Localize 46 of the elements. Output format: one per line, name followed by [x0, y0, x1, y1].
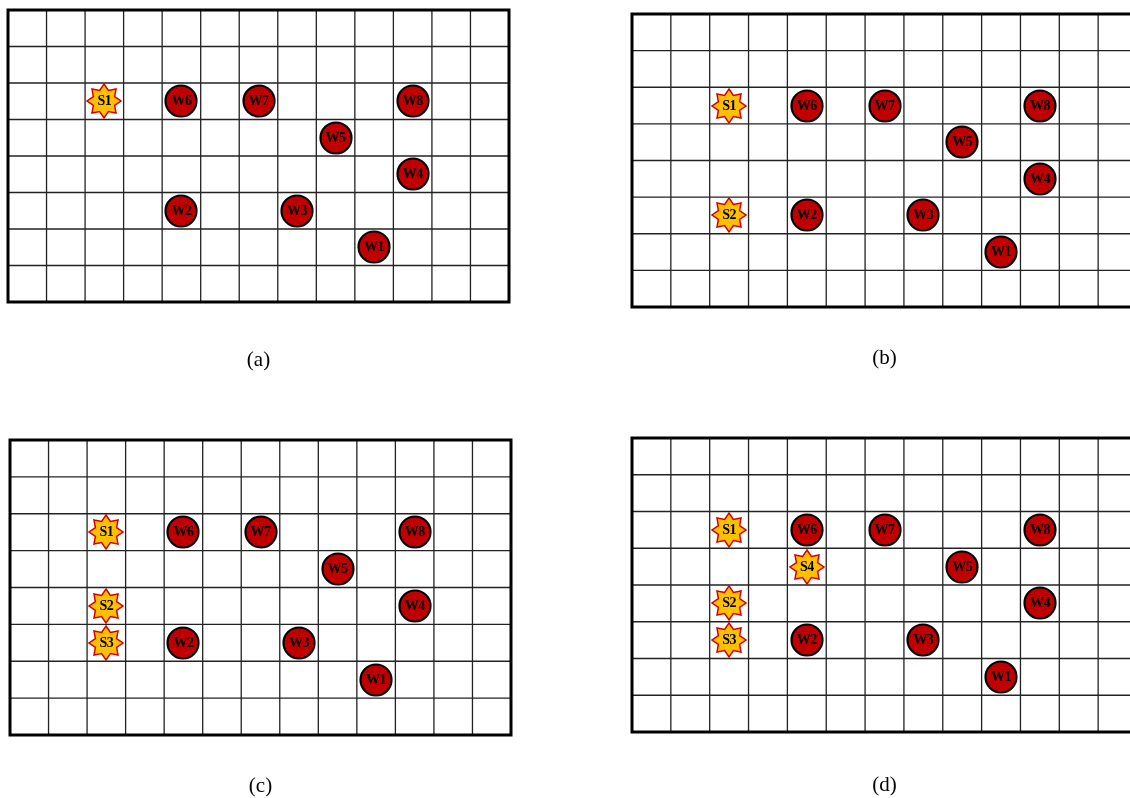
circle-marker: W1: [359, 662, 394, 697]
circle-marker: W8: [1022, 512, 1057, 547]
circle-marker: W1: [984, 235, 1019, 270]
circle-marker: W2: [789, 198, 824, 233]
circle-marker: W8: [395, 84, 430, 119]
star-marker: S3: [712, 623, 747, 658]
circle-marker: W3: [282, 625, 317, 660]
circle-marker: W3: [280, 193, 315, 228]
circle-marker: W8: [397, 515, 432, 550]
circle-marker: W6: [789, 88, 824, 123]
circle-marker: W1: [984, 659, 1019, 694]
panel-caption: (d): [871, 772, 898, 797]
circle-marker: W3: [906, 623, 941, 658]
circle-marker: W7: [241, 84, 276, 119]
circle-marker: W6: [789, 512, 824, 547]
circle-marker: W6: [164, 84, 199, 119]
circle-marker: W3: [906, 198, 941, 233]
star-marker: S2: [712, 198, 747, 233]
panel-caption: (a): [245, 347, 272, 372]
star-marker: S1: [712, 512, 747, 547]
circle-marker: W7: [867, 512, 902, 547]
circle-marker: W5: [318, 120, 353, 155]
circle-marker: W8: [1022, 88, 1057, 123]
star-marker: S2: [712, 586, 747, 621]
panel-caption: (c): [247, 773, 274, 798]
star-marker: S1: [712, 88, 747, 123]
circle-marker: W7: [243, 515, 278, 550]
circle-marker: W2: [164, 193, 199, 228]
panel-caption: (b): [871, 345, 898, 370]
circle-marker: W5: [945, 549, 980, 584]
star-marker: S3: [89, 625, 124, 660]
circle-marker: W5: [320, 552, 355, 587]
star-marker: S1: [89, 515, 124, 550]
circle-marker: W2: [166, 625, 201, 660]
circle-marker: W4: [1022, 586, 1057, 621]
star-marker: S2: [89, 588, 124, 623]
circle-marker: W7: [867, 88, 902, 123]
star-marker: S1: [87, 84, 122, 119]
circle-marker: W2: [789, 623, 824, 658]
circle-marker: W4: [395, 157, 430, 192]
circle-marker: W1: [357, 230, 392, 265]
star-marker: S4: [789, 549, 824, 584]
circle-marker: W6: [166, 515, 201, 550]
circle-marker: W5: [945, 125, 980, 160]
circle-marker: W4: [1022, 161, 1057, 196]
circle-marker: W4: [397, 588, 432, 623]
